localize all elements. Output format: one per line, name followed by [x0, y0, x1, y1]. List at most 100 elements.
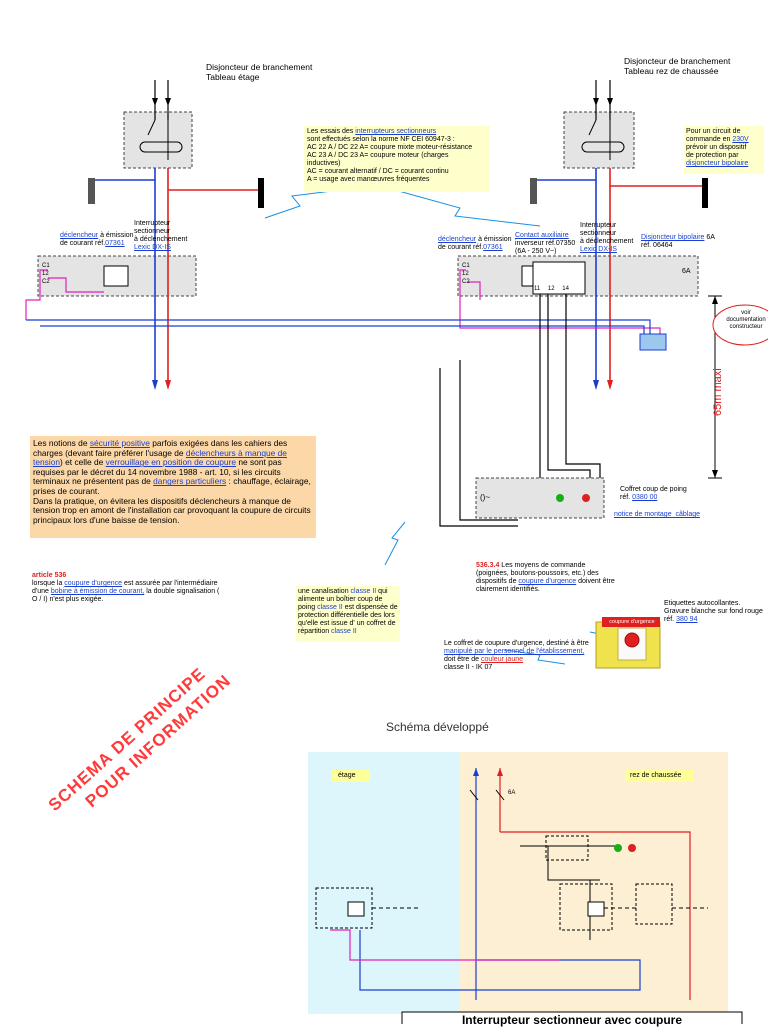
terminal-block: [639, 333, 667, 351]
title-line: Disjoncteur de branchement: [624, 56, 731, 66]
disjoncteur-bipolaire-link[interactable]: disjoncteur bipolaire: [686, 160, 749, 167]
contact-auxiliaire-label: Contact auxiliaire inverseur réf.07350 (…: [515, 232, 575, 256]
breaker-box-etage: [123, 111, 193, 169]
classe-text: classe II: [331, 628, 357, 635]
declencheur-link-rdc[interactable]: déclencheur: [438, 236, 477, 243]
etiquettes-label: Etiquettes autocollantes. Gravure blanch…: [664, 600, 763, 624]
couleur-jaune-link[interactable]: couleur jaune: [480, 656, 523, 663]
rail-etage-terminals: C1 12 C2: [42, 262, 50, 286]
article-text: Les moyens de commande (poignées, bouton…: [476, 562, 599, 585]
terminal-label: C2: [42, 279, 50, 285]
declencheurs-manque-link[interactable]: déclencheurs à manque de tension: [33, 447, 287, 468]
label-text: 6A: [704, 234, 715, 241]
terminal-label: C2: [462, 279, 470, 285]
declencheur-link-etage[interactable]: déclencheur: [60, 232, 99, 239]
terminal-bar-rdc-n: [530, 178, 537, 204]
note-text: prévoir un dispositif: [686, 144, 747, 151]
manipule-link[interactable]: manipulé par le personnel de l'établisse…: [444, 648, 585, 655]
coffret-symbol: ()~: [480, 493, 490, 502]
article-title: article 536: [32, 572, 67, 579]
terminal-label: C1: [462, 263, 470, 269]
voltage-link[interactable]: 230V: [732, 136, 749, 143]
label-line: sectionneur: [580, 230, 617, 237]
title-line: Tableau étage: [206, 72, 260, 82]
label-line: Interrupteur: [580, 222, 617, 229]
terminal-label: 14: [562, 286, 569, 292]
classe-text: classe II: [317, 604, 343, 611]
note-text: Dans la pratique, on évitera les disposi…: [33, 495, 311, 525]
coupure-urgence-link-2[interactable]: coupure d'urgence: [518, 578, 577, 585]
securite-positive-link[interactable]: sécurité positive: [89, 438, 150, 448]
verrouillage-link[interactable]: verrouillage en position de coupure: [105, 457, 237, 468]
note-text: inductives): [307, 160, 341, 167]
notions-note-box: Les notions de sécurité positive parfois…: [30, 436, 316, 538]
terminal-label: 12: [547, 286, 555, 292]
note-text: Les notions de: [33, 438, 90, 448]
ref-link-07361-rdc[interactable]: 07361: [483, 244, 503, 251]
etiquette-ref-link[interactable]: 380 94: [676, 616, 698, 623]
bottom-caption-box: [401, 1011, 743, 1024]
note-text: sont effectués selon la norme NF CEI 609…: [307, 136, 455, 143]
article-5363: 536.3.4 Les moyens de commande (poignées…: [476, 562, 616, 594]
title-line: Tableau rez de chaussée: [624, 66, 719, 76]
note-text: ) et celle de: [60, 457, 106, 468]
label-text: à émission: [98, 232, 134, 239]
terminal-label: 12: [42, 271, 49, 277]
terminal-bar-rdc-l: [702, 178, 708, 208]
lexic-link-etage[interactable]: Lexic DX-IS: [134, 244, 171, 251]
label-line: (6A - 250 V~): [515, 248, 557, 255]
label-line: sectionneur: [134, 228, 171, 235]
dangers-particuliers-link[interactable]: dangers particuliers: [153, 476, 227, 487]
coffret-urgence-text: Le coffret de coupure d'urgence, destiné…: [444, 640, 594, 672]
label-line: à déclenchement: [134, 236, 188, 243]
rail-rdc-terminals: C1 12 C2: [462, 262, 470, 286]
terminal-bar-etage-l: [258, 178, 264, 208]
notice-montage-link[interactable]: notice de montage_câblage: [614, 511, 701, 518]
top-right-title: Disjoncteur de branchement Tableau rez d…: [624, 56, 730, 76]
article-text: est assurée par l'intermédiaire d'une: [32, 580, 218, 595]
note-text: AC = courant alternatif / DC = courant c…: [307, 168, 449, 175]
supply-lines: [154, 80, 611, 120]
coffret-ref-link[interactable]: 0380 00: [632, 494, 658, 501]
note-text: commande en: [686, 136, 733, 143]
interrupteurs-link[interactable]: interrupteurs sectionneurs: [355, 128, 437, 135]
canalisation-note-box: une canalisation classe II qui alimente …: [296, 586, 400, 642]
note-text: est dispensée de protection différentiel…: [298, 604, 398, 635]
bubble-line: constructeur: [729, 324, 763, 330]
note-text: classe II - IK 07: [444, 664, 493, 671]
label-text: de courant réf.: [438, 244, 484, 251]
title-line: Disjoncteur de branchement: [206, 62, 313, 72]
note-text: doit être de: [444, 656, 481, 663]
note-text: une canalisation: [298, 588, 351, 595]
article-number: 536.3.4: [476, 562, 500, 569]
bobine-link[interactable]: bobine à émission de courant,: [50, 588, 145, 595]
note-text: A = usage avec manœuvres fréquentes: [307, 176, 430, 183]
breaker-coil-rdc: [581, 141, 625, 153]
schema-rdc-label: rez de chaussée: [630, 772, 682, 779]
schema-etage-zone: [308, 752, 460, 1014]
note-text: ne sont pas requises par le décret du 14…: [33, 457, 282, 487]
lexic-link-rdc[interactable]: Lexic DX-IS: [580, 246, 617, 253]
breaker-box-rdc: [563, 111, 635, 169]
note-text: Les essais des: [307, 128, 356, 135]
label-line: Coffret coup de poing: [620, 486, 687, 493]
declencheur-label-etage: déclencheur à émission de courant réf.07…: [60, 232, 134, 248]
contact-auxiliaire-link[interactable]: Contact auxiliaire: [515, 232, 569, 239]
bottom-caption: Interrupteur sectionneur avec coupure: [461, 1013, 683, 1027]
coffret-label: Coffret coup de poing réf. 0380 00: [620, 486, 687, 502]
coupure-urgence-link[interactable]: coupure d'urgence: [64, 580, 123, 587]
label-line: réf. 06464: [641, 242, 673, 249]
red-lamp: [582, 494, 590, 502]
green-lamp: [556, 494, 564, 502]
note-text: qui alimente un boîtier coup de poing: [298, 588, 388, 611]
bubble-line: documentation: [726, 317, 766, 323]
classe-text: classe II: [350, 588, 377, 595]
terminal-label: 12: [462, 271, 469, 277]
distance-label: 65m maxi: [712, 368, 724, 416]
disjoncteur-link[interactable]: Disjoncteur bipolaire: [641, 234, 705, 241]
label-line: à déclenchement: [580, 238, 634, 245]
label-text: de courant réf.: [60, 240, 106, 247]
ref-link-07361[interactable]: 07361: [105, 240, 125, 247]
label-text: à émission: [476, 236, 512, 243]
